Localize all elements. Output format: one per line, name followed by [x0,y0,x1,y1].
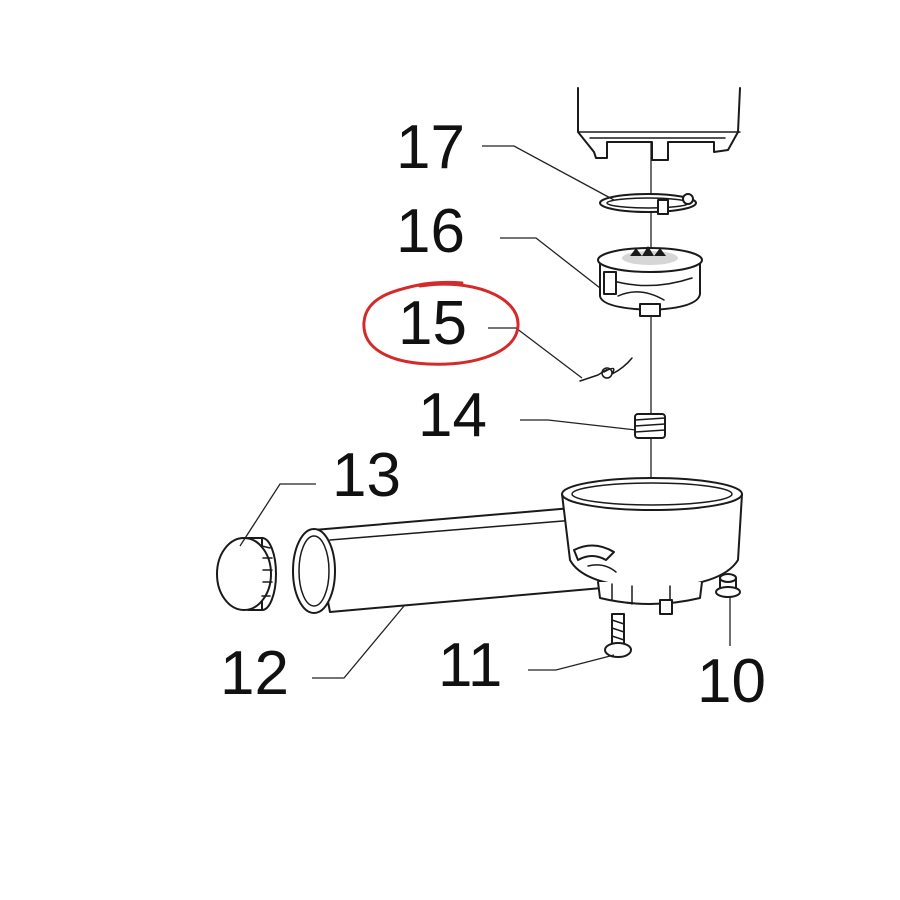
callout-11: 11 [438,631,502,700]
leader-11 [528,654,615,671]
part-13-end-cap [216,537,277,611]
leader-17 [482,145,615,201]
part-11-screw [604,613,632,658]
leader-16 [500,237,601,289]
callout-13: 13 [332,441,401,510]
leader-15 [488,327,583,379]
callout-15: 15 [398,289,467,358]
part-12-filter-holder [292,477,743,615]
callout-17: 17 [396,113,465,182]
callout-14: 14 [418,381,487,450]
part-15-spring-clip [579,357,633,382]
leader-14 [520,419,637,431]
leader-13 [239,483,316,547]
callout-10: 10 [697,647,766,716]
leader-12 [312,605,405,679]
part-17-retaining-ring [599,193,697,215]
grinder-housing-part [577,87,741,161]
part-14-coil-spring [634,413,666,439]
callout-15-highlight-circle [362,280,520,366]
callout-12: 12 [220,639,289,708]
part-16-coupling-assembly [597,246,703,317]
part-10-bushing [715,573,741,598]
callout-16: 16 [396,197,465,266]
